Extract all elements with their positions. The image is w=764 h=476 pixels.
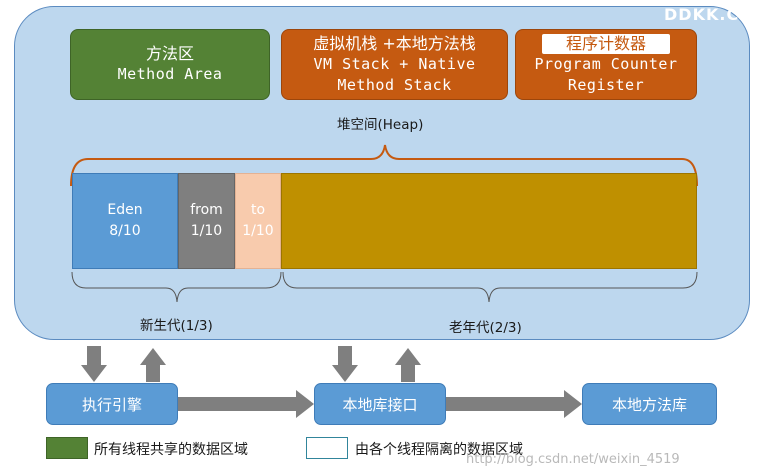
eden-ratio: 8/10 (109, 223, 141, 239)
eden-name: Eden (107, 202, 143, 218)
to-name: to (250, 202, 266, 218)
arrow-right-2 (446, 390, 582, 418)
eden-segment: Eden 8/10 (72, 173, 178, 269)
method-area-en: Method Area (117, 65, 223, 83)
vm-stack-cn: 虚拟机栈 +本地方法栈 (313, 33, 476, 53)
arrow-up-left (140, 348, 166, 382)
vm-stack-en2: Method Stack (337, 75, 452, 94)
vm-stack-box: 虚拟机栈 +本地方法栈 VM Stack + Native Method Sta… (281, 29, 508, 100)
native-library-box: 本地方法库 (582, 383, 717, 425)
survivor-from-segment: from 1/10 (178, 173, 235, 269)
watermark-bottom: http://blog.csdn.net/weixin_4519 (466, 452, 680, 467)
arrow-down-left (81, 346, 107, 382)
young-gen-label: 新生代(1/3) (140, 318, 213, 334)
from-ratio: 1/10 (190, 223, 223, 239)
pc-register-en1: Program Counter (534, 54, 678, 73)
method-area-cn: 方法区 (145, 44, 194, 63)
old-gen-label: 老年代(2/3) (449, 320, 522, 336)
vm-stack-en1: VM Stack + Native (313, 54, 476, 73)
arrow-up-mid (395, 348, 421, 382)
execution-engine-box: 执行引擎 (46, 383, 178, 425)
pc-register-en2: Register (567, 75, 645, 94)
pc-register-box: 程序计数器 Program Counter Register (515, 29, 697, 100)
legend-shared-label: 所有线程共享的数据区域 (94, 442, 248, 458)
watermark-top: DDKK.C (664, 5, 740, 24)
from-name: from (190, 202, 223, 218)
arrow-down-mid (332, 346, 358, 382)
old-gen-segment (281, 173, 697, 269)
survivor-to-segment: to 1/10 (235, 173, 281, 269)
pc-register-cn: 程序计数器 (541, 33, 670, 54)
arrow-right-1 (178, 390, 314, 418)
method-area-box: 方法区 Method Area (70, 29, 270, 100)
legend-isolated-swatch (306, 437, 348, 459)
native-interface-box: 本地库接口 (314, 383, 446, 425)
legend-isolated-label: 由各个线程隔离的数据区域 (355, 442, 523, 458)
to-ratio: 1/10 (242, 223, 274, 239)
legend-shared-swatch (46, 437, 88, 459)
heap-label: 堆空间(Heap) (337, 117, 424, 133)
